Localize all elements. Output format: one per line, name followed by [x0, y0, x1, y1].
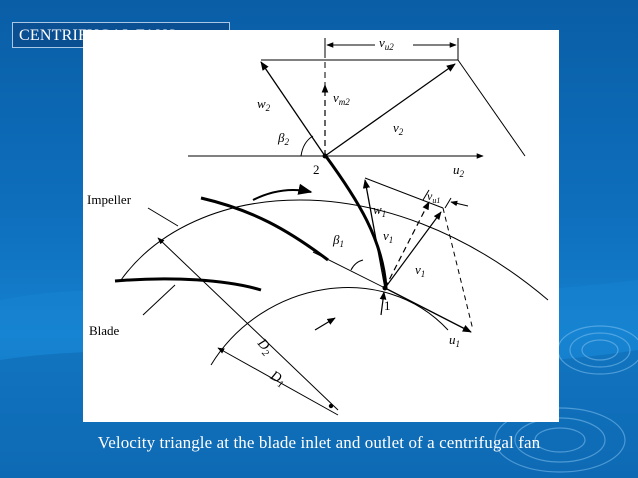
vu1-bracket-a [422, 189, 430, 201]
w1-vector [362, 179, 386, 289]
u1-vector [384, 287, 472, 333]
v2-label: v2 [393, 120, 404, 137]
inlet-triangle-top-left [364, 177, 444, 209]
v1-label: v1 [415, 262, 425, 279]
w1-label: w1 [373, 202, 386, 219]
inlet-point-1 [382, 285, 388, 291]
vu1-arrow-right [450, 200, 469, 207]
impeller-leader-line [147, 207, 179, 227]
outlet-point-2 [322, 153, 328, 159]
triangle-right-line [457, 59, 526, 157]
diagram-panel: vu2 vm2 w2 v2 β2 2 u2 Impeller w1 vu1 β1… [83, 30, 559, 422]
point-2-label: 2 [313, 162, 320, 177]
w2-vector [260, 61, 326, 157]
beta2-angle-arc [300, 135, 314, 157]
vu2-label: vu2 [379, 35, 394, 52]
point-1-label: 1 [384, 298, 391, 313]
velocity-triangle-diagram: vu2 vm2 w2 v2 β2 2 u2 Impeller w1 vu1 β1… [87, 35, 549, 416]
impeller-label: Impeller [87, 192, 132, 207]
v1prime-label: v1 [383, 228, 393, 245]
vu1-label: vu1 [427, 189, 440, 205]
inner-impeller-arc [210, 287, 449, 366]
beta1-reference-line [312, 251, 386, 289]
u2-label: u2 [453, 162, 465, 179]
blade-label: Blade [89, 323, 120, 338]
d1-label: D1 [266, 368, 288, 391]
beta1-label: β1 [332, 232, 344, 249]
blade-leader-line [142, 284, 176, 316]
d1-dimension-line [217, 347, 339, 416]
beta2-label: β2 [277, 130, 289, 147]
rotation-arrow [252, 183, 313, 201]
center-point [328, 403, 334, 409]
v1-vector [384, 211, 442, 289]
v2-vector [324, 63, 456, 157]
w2-label: w2 [257, 96, 271, 113]
vm2-label: vm2 [333, 90, 350, 107]
inlet-flow-arrow-up [379, 291, 387, 316]
beta1-angle-arc [350, 259, 364, 271]
blade-curve-main [323, 154, 388, 289]
v1prime-vector-dashed [384, 201, 430, 289]
vu1-bracket-b [444, 197, 452, 209]
blade-curve-top [200, 196, 329, 262]
inlet-flow-arrow-left [314, 317, 336, 331]
inlet-triangle-right-dashed [442, 207, 474, 331]
u1-label: u1 [449, 332, 460, 349]
blade-curve-bottom [114, 277, 262, 292]
slide-caption: Velocity triangle at the blade inlet and… [97, 433, 541, 452]
outer-impeller-arc [120, 199, 549, 301]
d2-dimension-line [157, 237, 339, 411]
